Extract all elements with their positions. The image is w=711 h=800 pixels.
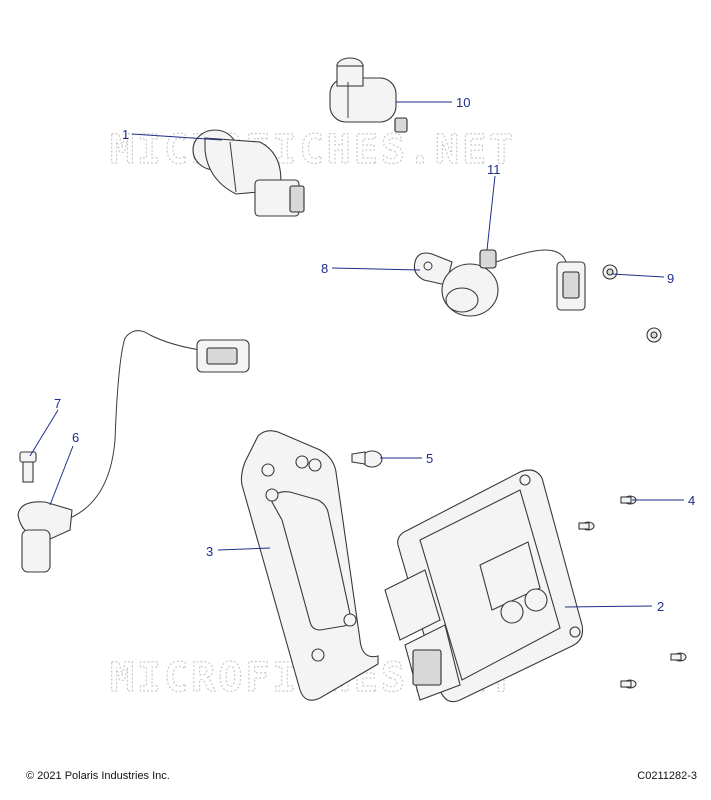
part-7-bolt [19, 451, 37, 483]
part-3-mounting-plate [240, 430, 379, 701]
callout-10: 10 [456, 95, 470, 110]
leader-7 [29, 409, 59, 457]
copyright-text: © 2021 Polaris Industries Inc. [26, 770, 170, 782]
leader-11 [486, 175, 496, 251]
callout-9: 9 [667, 271, 674, 286]
part-5-rivet [351, 450, 383, 468]
part-9-bolt [602, 264, 618, 280]
part-4-screw-third [670, 652, 687, 662]
leader-8 [331, 267, 421, 271]
watermark-top: MICROFICHES.NET [110, 127, 516, 173]
callout-6: 6 [72, 430, 79, 445]
leader-3 [217, 547, 271, 551]
part-1-switch [192, 129, 305, 217]
callout-1: 1 [122, 127, 129, 142]
part-11-sensor [441, 249, 586, 317]
part-9-bolt-second [646, 327, 662, 343]
leader-2 [564, 605, 653, 608]
part-4-screw-second [578, 521, 595, 531]
leader-6 [49, 445, 74, 506]
leader-1 [131, 133, 223, 141]
leader-9 [611, 273, 665, 278]
callout-2: 2 [657, 599, 664, 614]
callout-3: 3 [206, 544, 213, 559]
callout-4: 4 [688, 493, 695, 508]
callout-7: 7 [54, 396, 61, 411]
callout-11: 11 [487, 162, 501, 177]
callout-8: 8 [321, 261, 328, 276]
part-4-screw-fourth [620, 679, 637, 689]
part-10-sensor [329, 57, 408, 133]
diagram-code: C0211282-3 [637, 770, 697, 782]
part-2-ecu [384, 469, 584, 703]
callout-5: 5 [426, 451, 433, 466]
part-6-sensor [17, 330, 250, 573]
